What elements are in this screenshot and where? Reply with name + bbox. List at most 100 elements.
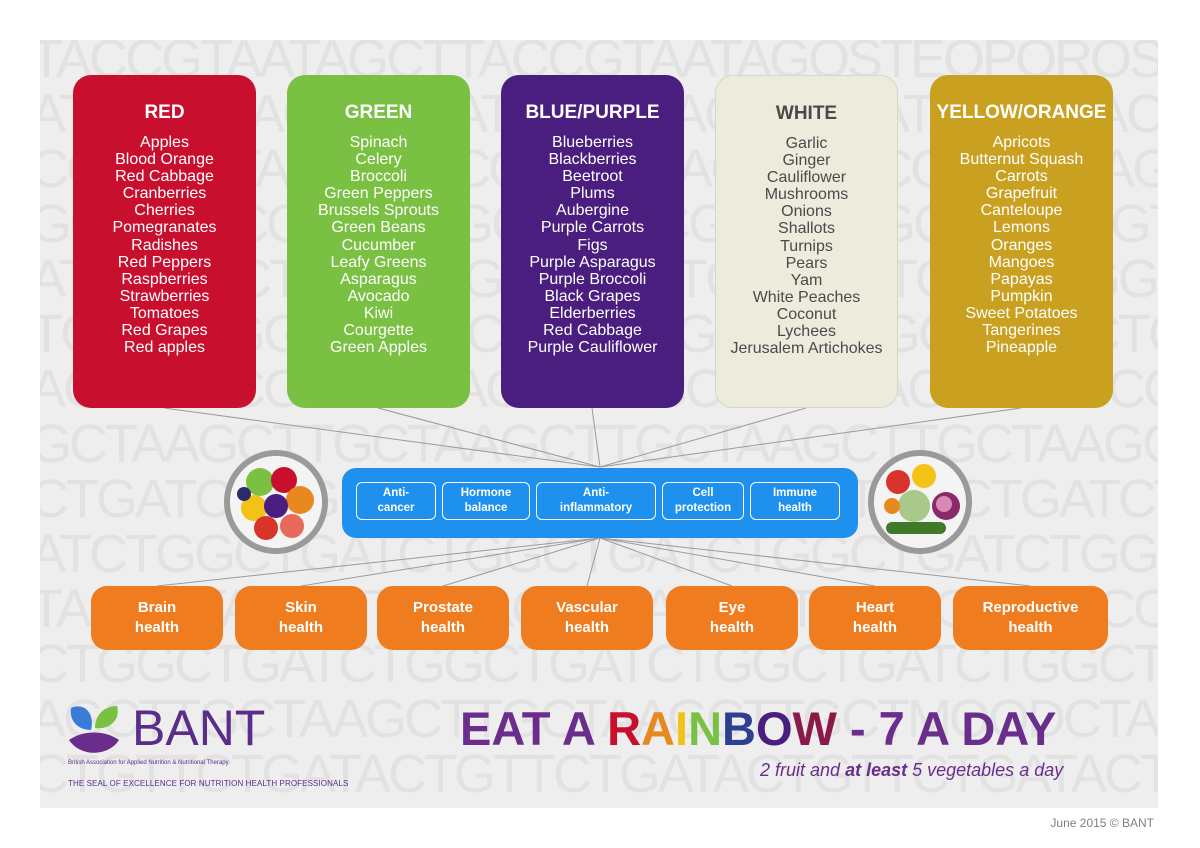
- food-item: Purple Broccoli: [538, 270, 647, 288]
- connector-line: [156, 537, 601, 587]
- food-item: Elderberries: [549, 304, 636, 322]
- bant-logo-tagline: THE SEAL OF EXCELLENCE FOR NUTRITION HEA…: [68, 779, 349, 788]
- bant-logo-subtitle: British Association for Applied Nutritio…: [68, 760, 229, 766]
- outcome-heart-health: Heart health: [809, 586, 941, 650]
- benefit-anti-inflammatory: Anti- inflammatory: [536, 482, 656, 520]
- connector-line: [599, 537, 733, 587]
- food-item: Purple Asparagus: [529, 253, 656, 271]
- headline-segment: W: [792, 702, 837, 755]
- poster: TACCGTAATAGCTTACCGTAATAGOSTEOPOROSISGCTT…: [40, 40, 1158, 808]
- food-item: Leafy Greens: [330, 253, 427, 271]
- connector-line: [591, 407, 601, 468]
- benefit-cell-protection: Cell protection: [662, 482, 744, 520]
- food-item: Purple Cauliflower: [527, 339, 658, 357]
- connector-line: [163, 407, 601, 468]
- food-item: White Peaches: [752, 288, 861, 306]
- food-item: Figs: [577, 236, 608, 254]
- food-item: Pears: [785, 254, 828, 272]
- colour-box-title: GREEN: [344, 102, 413, 123]
- headline-segment: - 7 A DAY: [836, 702, 1057, 755]
- food-item: Raspberries: [121, 270, 208, 288]
- food-item: Grapefruit: [985, 185, 1058, 203]
- food-item: Pineapple: [985, 339, 1058, 357]
- food-item: Coconut: [776, 305, 837, 323]
- food-item: Turnips: [780, 237, 833, 255]
- food-item: Radishes: [131, 236, 198, 254]
- outcome-brain-health: Brain health: [91, 586, 223, 650]
- bant-logo-icon: [69, 706, 119, 753]
- food-item: Blackberries: [548, 151, 637, 169]
- colour-box-title: WHITE: [775, 103, 838, 124]
- food-item: Avocado: [347, 287, 410, 305]
- food-item: Red Peppers: [117, 253, 212, 271]
- food-item: Lemons: [993, 219, 1050, 237]
- food-item: Strawberries: [119, 287, 210, 305]
- benefit-hormone-balance: Hormone balance: [442, 482, 530, 520]
- food-item: Aubergine: [556, 202, 629, 220]
- headline-segment: O: [755, 702, 793, 755]
- food-item: Broccoli: [350, 168, 407, 186]
- food-item: Butternut Squash: [959, 151, 1084, 169]
- bant-logo-text: BANT: [132, 700, 266, 756]
- connector-line: [586, 537, 601, 587]
- connector-line: [377, 407, 601, 468]
- food-item: Apricots: [992, 134, 1051, 151]
- headline-segment: EAT A: [460, 702, 608, 755]
- food-item: Onions: [781, 203, 832, 221]
- food-item: Kiwi: [363, 304, 394, 322]
- food-item: Blueberries: [552, 134, 633, 151]
- colour-box-title: RED: [144, 102, 185, 123]
- fruit-image: [224, 450, 328, 554]
- connector-line: [300, 537, 601, 587]
- headline: EAT A RAINBOW - 7 A DAY: [460, 705, 1056, 752]
- food-item: Green Peppers: [324, 185, 433, 203]
- food-item: Apples: [140, 134, 189, 151]
- food-item: Pumpkin: [990, 287, 1053, 305]
- connector-line: [599, 537, 1031, 587]
- food-item: Red apples: [124, 339, 205, 357]
- footer-credit: June 2015 © BANT: [1050, 816, 1154, 830]
- food-item: Cherries: [134, 202, 195, 220]
- food-item: Tangerines: [982, 322, 1061, 340]
- benefit-immune-health: Immune health: [750, 482, 840, 520]
- subheadline-emphasis: at least: [845, 760, 908, 780]
- food-item: Tomatoes: [129, 304, 200, 322]
- headline-segment: A: [641, 702, 675, 755]
- food-item: Purple Carrots: [540, 219, 645, 237]
- food-item: Spinach: [349, 134, 408, 151]
- vegetable-image: [868, 450, 972, 554]
- food-item: Plums: [570, 185, 615, 203]
- subheadline-start: 2 fruit and: [760, 760, 846, 780]
- food-item: Green Apples: [330, 339, 427, 357]
- food-item: Beetroot: [562, 168, 623, 186]
- food-item: Cranberries: [122, 185, 207, 203]
- food-item: Black Grapes: [544, 287, 641, 305]
- headline-segment: N: [688, 702, 723, 755]
- subheadline: 2 fruit and at least 5 vegetables a day: [760, 760, 1063, 781]
- colour-box-title: YELLOW/ORANGE: [936, 102, 1107, 123]
- background-letter-row: CTGTTCTGATACTGTTCTGATACTGTTCTGATACTGATOS…: [40, 744, 1158, 804]
- outcome-eye-health: Eye health: [666, 586, 798, 650]
- outcome-vascular-health: Vascular health: [521, 586, 653, 650]
- headline-segment: B: [722, 702, 756, 755]
- food-item: Celery: [355, 151, 402, 169]
- food-item: Brussels Sprouts: [318, 202, 439, 220]
- food-item: Red Grapes: [121, 322, 208, 340]
- food-item: Garlic: [785, 135, 828, 152]
- connector-lines: [156, 407, 1031, 587]
- food-item: Jerusalem Artichokes: [730, 340, 883, 358]
- connector-line: [599, 407, 807, 468]
- outcome-prostate-health: Prostate health: [377, 586, 509, 650]
- food-item: Ginger: [782, 152, 831, 170]
- headline-segment: R: [607, 702, 642, 755]
